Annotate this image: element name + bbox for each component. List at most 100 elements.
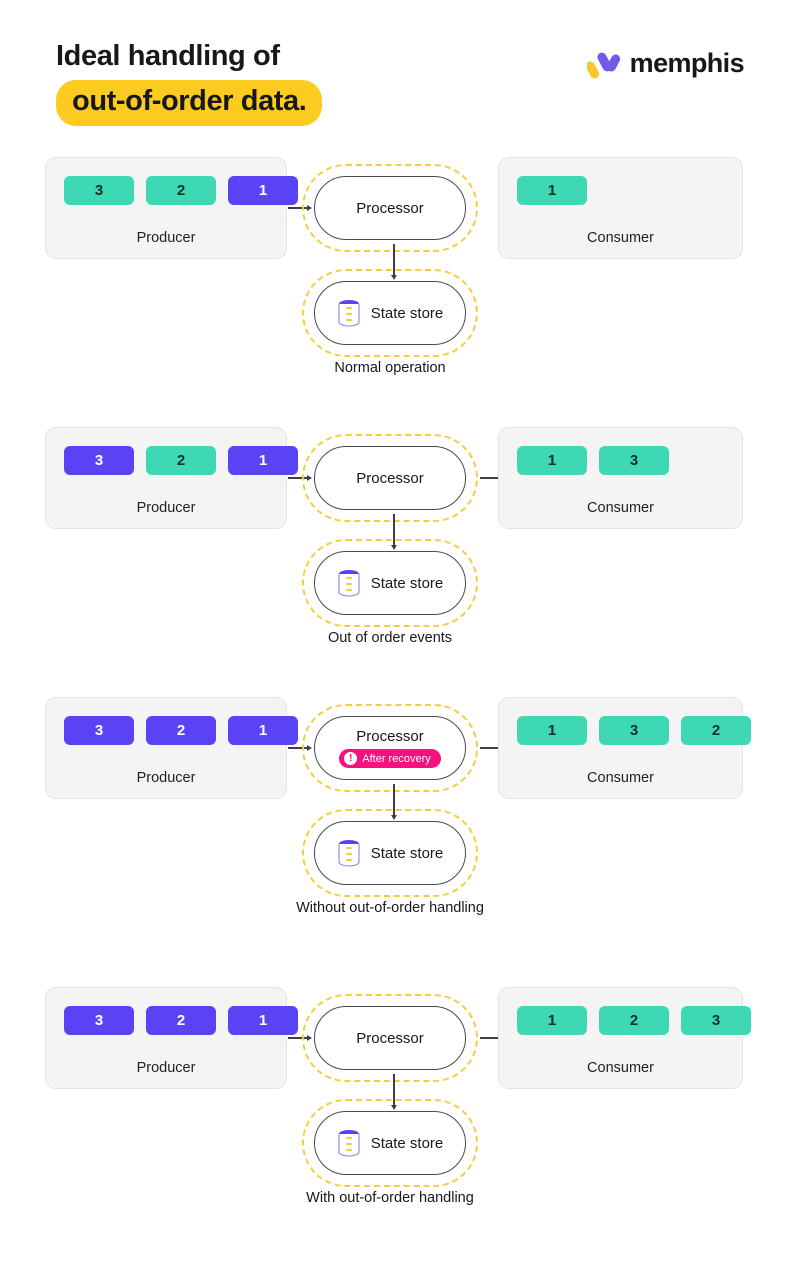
state-store-pill[interactable]: State store xyxy=(314,821,466,885)
processor-pill[interactable]: Processor xyxy=(314,446,466,510)
state-store-label: State store xyxy=(370,304,444,322)
database-icon xyxy=(338,570,360,597)
arrow-processor-to-state-store xyxy=(389,784,399,820)
producer-label: Producer xyxy=(136,770,196,786)
processor-label: Processor xyxy=(356,469,424,487)
producer-label: Producer xyxy=(136,1060,196,1076)
consumer-chip[interactable]: 1 xyxy=(517,1006,587,1035)
producer-label: Producer xyxy=(136,500,196,516)
producer-chip[interactable]: 2 xyxy=(146,1006,216,1035)
consumer-label: Consumer xyxy=(587,770,654,786)
processor-label: Processor xyxy=(356,199,424,217)
producer-chip[interactable]: 1 xyxy=(228,1006,298,1035)
database-icon xyxy=(338,300,360,327)
producer-chip[interactable]: 1 xyxy=(228,176,298,205)
row-caption: Out of order events xyxy=(327,630,453,646)
state-store-node[interactable]: State store xyxy=(302,809,478,897)
title-line-2-highlighted: out-of-order data. xyxy=(56,80,323,126)
consumer-chip[interactable]: 1 xyxy=(517,716,587,745)
consumer-label: Consumer xyxy=(587,230,654,246)
state-store-node[interactable]: State store xyxy=(302,539,478,627)
database-icon xyxy=(338,840,360,867)
consumer-chip[interactable]: 3 xyxy=(681,1006,751,1035)
producer-chip[interactable]: 3 xyxy=(64,446,134,475)
database-icon xyxy=(338,1130,360,1157)
arrow-processor-to-state-store xyxy=(389,244,399,280)
consumer-label: Consumer xyxy=(587,500,654,516)
producer-chip[interactable]: 3 xyxy=(64,716,134,745)
consumer-chip[interactable]: 3 xyxy=(599,446,669,475)
producer-chip[interactable]: 3 xyxy=(64,1006,134,1035)
consumer-chip[interactable]: 1 xyxy=(517,176,587,205)
state-store-halo xyxy=(302,539,478,627)
producer-chip[interactable]: 1 xyxy=(228,446,298,475)
consumer-panel: 1 Consumer xyxy=(498,157,743,259)
state-store-pill[interactable]: State store xyxy=(314,551,466,615)
producer-chip[interactable]: 3 xyxy=(64,176,134,205)
producer-chip[interactable]: 2 xyxy=(146,446,216,475)
row-caption: Normal operation xyxy=(334,360,446,376)
memphis-logo-icon xyxy=(586,52,620,78)
producer-label: Producer xyxy=(136,230,196,246)
consumer-label: Consumer xyxy=(587,1060,654,1076)
state-store-label: State store xyxy=(370,574,444,592)
page-header: Ideal handling of out-of-order data. mem… xyxy=(0,0,800,150)
processor-node[interactable]: Processor ! After recovery xyxy=(302,704,478,792)
title-highlight-wrap: out-of-order data. xyxy=(56,80,323,126)
consumer-chip[interactable]: 2 xyxy=(599,1006,669,1035)
processor-pill[interactable]: Processor xyxy=(314,176,466,240)
state-store-label: State store xyxy=(370,1134,444,1152)
arrow-processor-to-state-store xyxy=(389,514,399,550)
consumer-chip[interactable]: 1 xyxy=(517,446,587,475)
memphis-logo-text: memphis xyxy=(629,48,745,78)
arrow-processor-to-state-store xyxy=(389,1074,399,1110)
state-store-halo xyxy=(302,809,478,897)
producer-chip[interactable]: 2 xyxy=(146,716,216,745)
processor-label: Processor xyxy=(356,1029,424,1047)
after-recovery-label: After recovery xyxy=(362,752,431,765)
state-store-node[interactable]: State store xyxy=(302,1099,478,1187)
processor-pill[interactable]: Processor ! After recovery xyxy=(314,716,466,780)
memphis-logo: memphis xyxy=(586,48,745,79)
producer-chip[interactable]: 2 xyxy=(146,176,216,205)
title-line-1: Ideal handling of xyxy=(56,40,280,72)
after-recovery-badge: ! After recovery xyxy=(339,749,441,768)
state-store-halo xyxy=(302,1099,478,1187)
exclamation-icon: ! xyxy=(344,752,358,765)
consumer-chips: 1 xyxy=(517,176,587,205)
processor-halo xyxy=(302,434,478,522)
consumer-chip[interactable]: 2 xyxy=(681,716,751,745)
producer-chip[interactable]: 1 xyxy=(228,716,298,745)
state-store-label: State store xyxy=(370,844,444,862)
processor-label: Processor xyxy=(356,728,424,745)
consumer-chip[interactable]: 3 xyxy=(599,716,669,745)
state-store-pill[interactable]: State store xyxy=(314,1111,466,1175)
processor-halo xyxy=(302,994,478,1082)
page-title: Ideal handling of out-of-order data. xyxy=(56,38,323,126)
processor-node[interactable]: Processor xyxy=(302,164,478,252)
processor-node[interactable]: Processor xyxy=(302,994,478,1082)
processor-halo xyxy=(302,704,478,792)
processor-node[interactable]: Processor xyxy=(302,434,478,522)
processor-halo xyxy=(302,164,478,252)
state-store-pill[interactable]: State store xyxy=(314,281,466,345)
processor-pill[interactable]: Processor xyxy=(314,1006,466,1070)
state-store-node[interactable]: State store xyxy=(302,269,478,357)
state-store-halo xyxy=(302,269,478,357)
